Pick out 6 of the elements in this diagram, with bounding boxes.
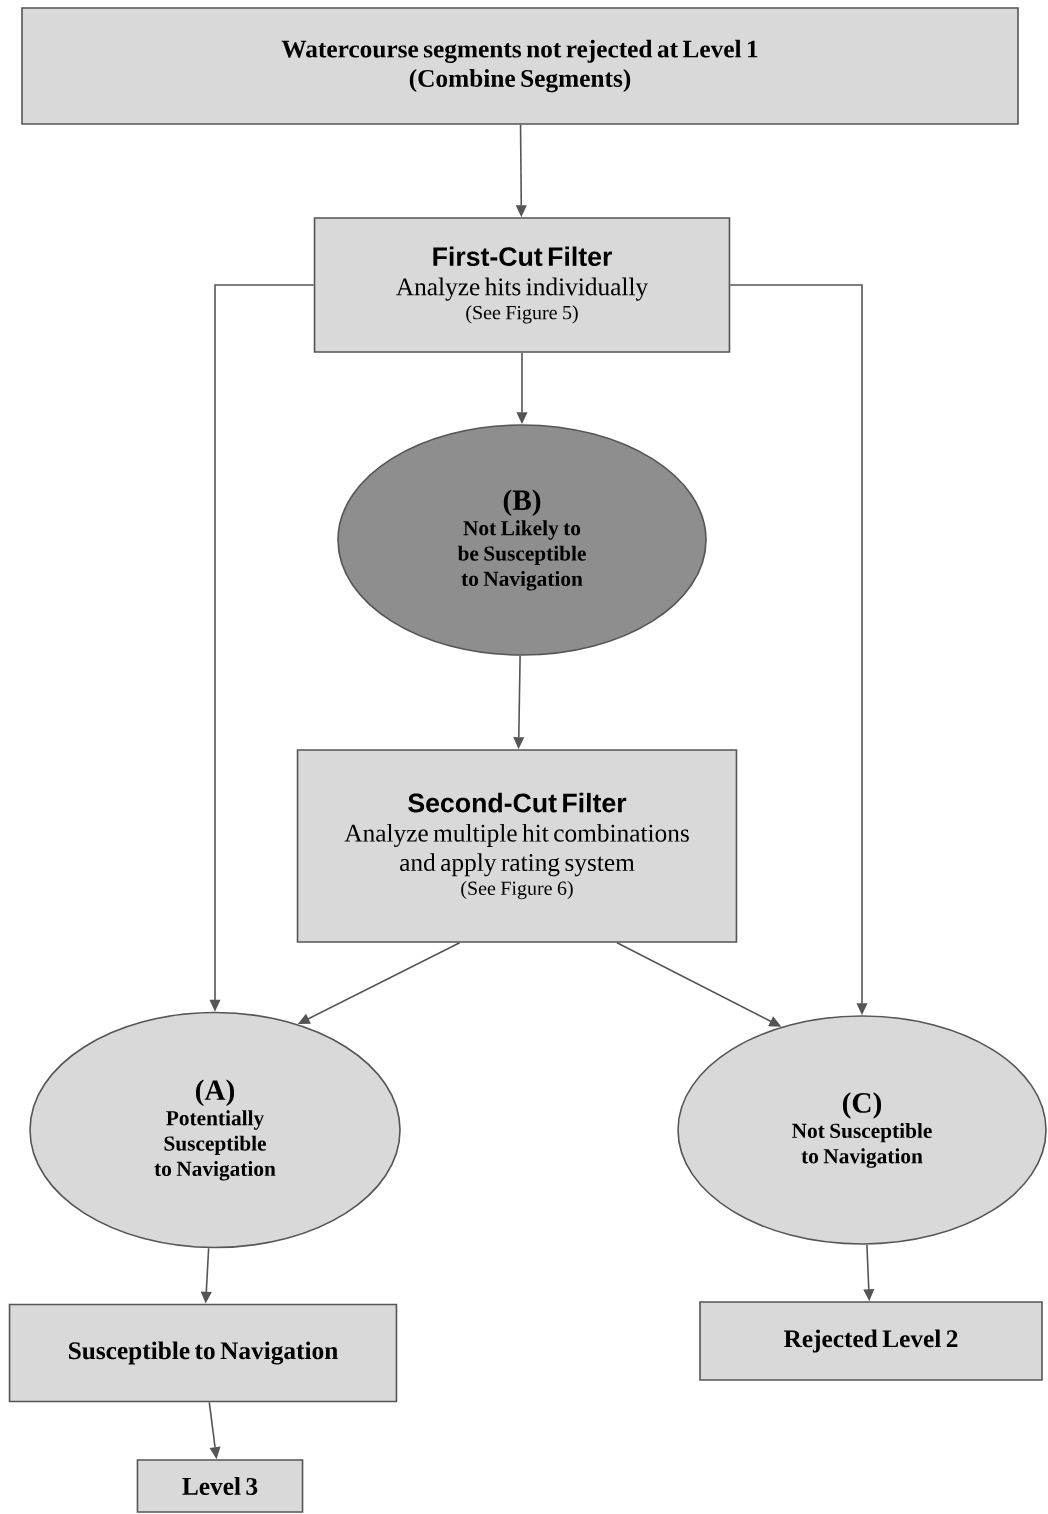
process-box: Watercourse segments not rejected at Level 1 (Combine Segments)	[21, 7, 1019, 125]
result-box: Rejected Level 2	[699, 1301, 1043, 1381]
result-box: Level 3	[136, 1459, 304, 1513]
filter-box: Second-Cut Filter Analyze multiple hit combinations and apply rating system (See Figure 6)	[296, 749, 738, 943]
filter-box: First-Cut Filter Analyze hits individually (See Figure 5)	[313, 217, 731, 353]
result-box: Susceptible to Navigation	[8, 1303, 398, 1403]
